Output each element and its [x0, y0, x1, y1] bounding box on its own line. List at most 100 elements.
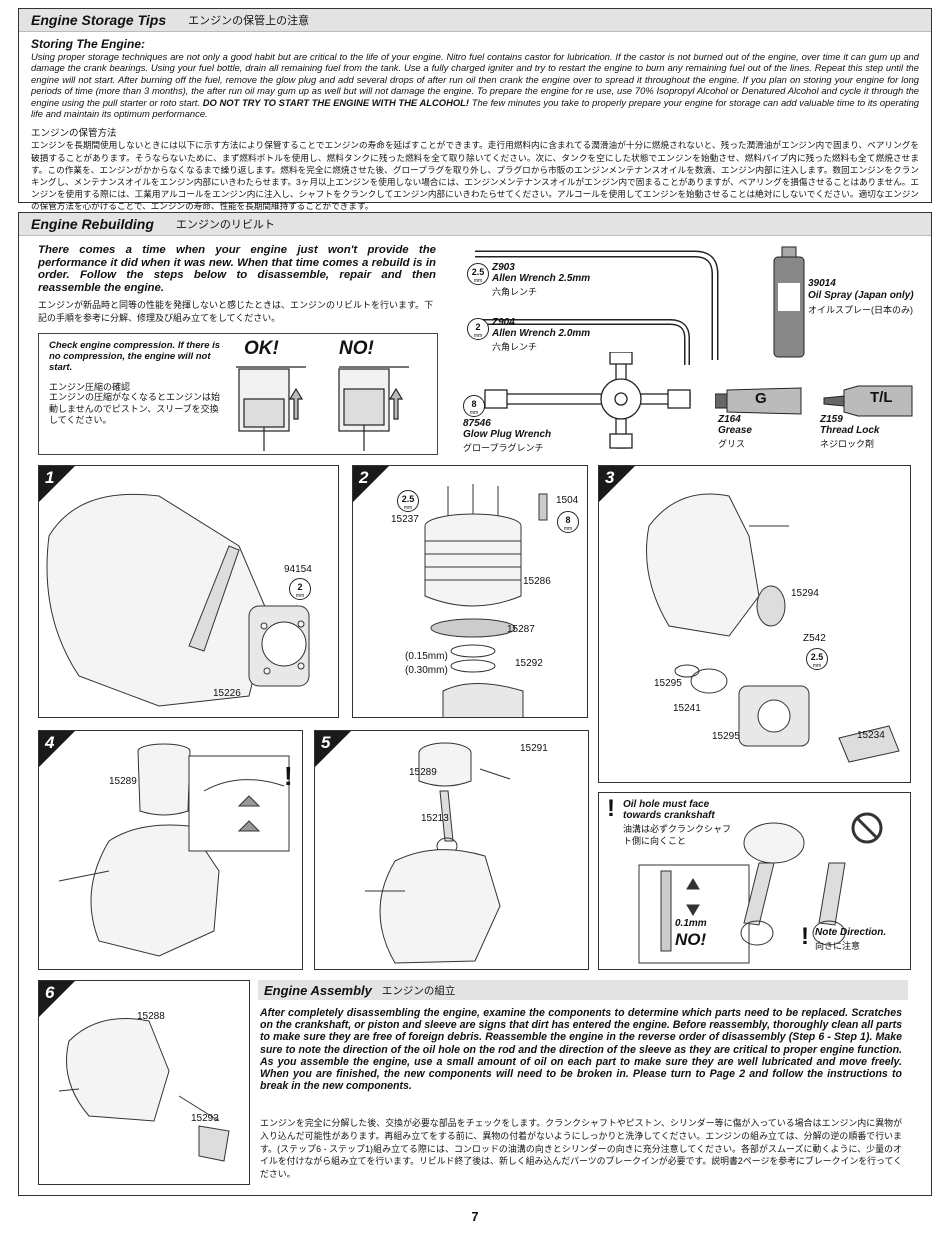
step-4-sleeve-illustration [58, 743, 290, 957]
assembly-title-jp: エンジンの組立 [381, 984, 456, 997]
step-3-part-2: 15295 [654, 678, 682, 689]
storage-subtitle: Storing The Engine: [31, 37, 145, 51]
assembly-body: After completely disassembling the engin… [260, 1007, 902, 1093]
direction-note-jp: 向きに注意 [815, 941, 861, 951]
step-3-part-4: 15295 [712, 731, 740, 742]
step-5-number: 5 [321, 733, 331, 752]
step-1-part-1: 15226 [213, 688, 241, 699]
tool-39014-name: Oil Spray (Japan only) [808, 290, 914, 301]
tool-39014-jp: オイルスプレー(日本のみ) [808, 305, 913, 315]
oil-hole-note: Oil hole must face towards crankshaft [623, 799, 715, 821]
step-3-part-1: Z542 [803, 633, 826, 644]
step-1-engine-illustration [46, 493, 310, 707]
storage-header: Engine Storage Tips エンジンの保管上の注意 [19, 9, 931, 32]
step-1-number: 1 [45, 468, 55, 487]
step-2-number: 2 [359, 468, 369, 487]
tool-z904-name: Allen Wrench 2.0mm [492, 328, 591, 339]
page-number: 7 [471, 1209, 479, 1224]
rebuild-title-jp: エンジンのリビルト [175, 219, 275, 231]
tool-z164-code: Z164 [718, 414, 741, 425]
compression-en: Check engine compression. If there is no… [49, 340, 221, 373]
storage-body: Using proper storage techniques are not … [31, 51, 919, 119]
step-3-number: 3 [605, 468, 615, 487]
storage-title-jp: エンジンの保管上の注意 [188, 15, 310, 27]
storage-body-text: Using proper storage techniques are not … [31, 51, 919, 108]
step-6-number: 6 [45, 983, 55, 1002]
assembly-header: Engine Assembly エンジンの組立 [258, 980, 908, 1000]
oil-no-label: NO! [675, 930, 707, 949]
tool-z903-name: Allen Wrench 2.5mm [492, 273, 591, 284]
grease-tube-label: G [755, 390, 767, 407]
tool-z903-jp: 六角レンチ [492, 287, 538, 297]
step-6-engine-illustration [58, 1018, 230, 1162]
grease-tube-illustration [715, 387, 802, 415]
tool-87546-code: 87546 [463, 418, 491, 429]
no-label: NO! [339, 338, 374, 359]
allen-wrench-illustration [475, 250, 719, 365]
oil-spray-can-illustration [773, 246, 805, 358]
step-2-part-0: 15237 [391, 514, 419, 525]
assembly-title: Engine Assembly [264, 982, 372, 998]
tool-z159-jp: ネジロック剤 [820, 439, 875, 449]
tool-39014-code: 39014 [808, 278, 836, 289]
storage-panel: Engine Storage Tips エンジンの保管上の注意 Storing … [18, 8, 932, 211]
step-2-part-3: 15287 [507, 624, 535, 635]
ok-label: OK! [244, 338, 279, 359]
step-5-part-1: 15289 [409, 767, 437, 778]
storage-jp-heading: エンジンの保管方法 [31, 128, 117, 140]
tool-z904-code: Z904 [492, 317, 515, 328]
oil-hole-illustration [638, 812, 883, 964]
step-4-part-0: 15289 [109, 776, 137, 787]
rebuild-intro-jp: エンジンが新品時と同等の性能を発揮しないと感じたときは、エンジンのリビルトを行い… [38, 300, 434, 324]
step-5-piston-illustration [365, 742, 511, 964]
tool-87546-jp: グロープラグレンチ [463, 443, 544, 453]
step-6-panel: 6 15288 15293 [38, 980, 250, 1185]
step-4-panel: 4 15289 ! [38, 730, 303, 970]
step-3-part-3: 15241 [673, 703, 701, 714]
step-2-shim-b: (0.30mm) [405, 665, 448, 676]
thread-lock-tube-illustration [823, 385, 913, 417]
step-2-shim-a: (0.15mm) [405, 651, 448, 662]
compression-box: Check engine compression. If there is no… [38, 333, 438, 455]
step-3-part-5: 15234 [857, 730, 885, 741]
rebuild-intro: There comes a time when your engine just… [38, 244, 436, 325]
storage-title: Engine Storage Tips [31, 12, 167, 28]
step-6-part-1: 15293 [191, 1113, 219, 1124]
tool-z164-name: Grease [718, 425, 752, 436]
oil-gap-label: 0.1mm [675, 918, 707, 929]
oil-hole-note-jp: 油溝は必ずクランクシャフト側に向くこと [623, 824, 732, 846]
step-4-number: 4 [45, 733, 55, 752]
tool-z904-jp: 六角レンチ [492, 342, 538, 352]
assembly-body-jp: エンジンを完全に分解した後、交換が必要な部品をチェックをします。クランクシャフト… [260, 1118, 902, 1180]
step-6-part-0: 15288 [137, 1011, 165, 1022]
storage-body-jp: エンジンを長期間使用しないときには以下に示す方法により保管することでエンジンの寿… [31, 140, 919, 212]
tool-z159-name: Thread Lock [820, 425, 880, 436]
storage-warning: DO NOT TRY TO START THE ENGINE WITH THE … [202, 96, 470, 108]
step-3-part-0: 15294 [791, 588, 819, 599]
step-2-part-1: 1504 [556, 495, 579, 506]
step-4-warning-mark: ! [284, 761, 293, 791]
rebuild-header: Engine Rebuilding エンジンのリビルト [19, 213, 931, 236]
step-5-part-0: 15291 [520, 743, 548, 754]
rebuild-title: Engine Rebuilding [31, 216, 154, 232]
direction-note: Note Direction. [815, 927, 887, 938]
tool-87546-name: Glow Plug Wrench [463, 429, 552, 440]
direction-warning-mark: ! [801, 923, 809, 950]
oil-hole-panel: ! Oil hole must face towards crankshaft … [598, 792, 911, 970]
compression-diagram [236, 366, 409, 451]
compression-jp-title: エンジン圧縮の確認 [49, 382, 131, 392]
rebuild-intro-en: There comes a time when your engine just… [38, 244, 436, 294]
tool-z159-code: Z159 [820, 414, 843, 425]
step-1-part-0: 94154 [284, 564, 312, 575]
step-5-part-2: 15213 [421, 813, 449, 824]
